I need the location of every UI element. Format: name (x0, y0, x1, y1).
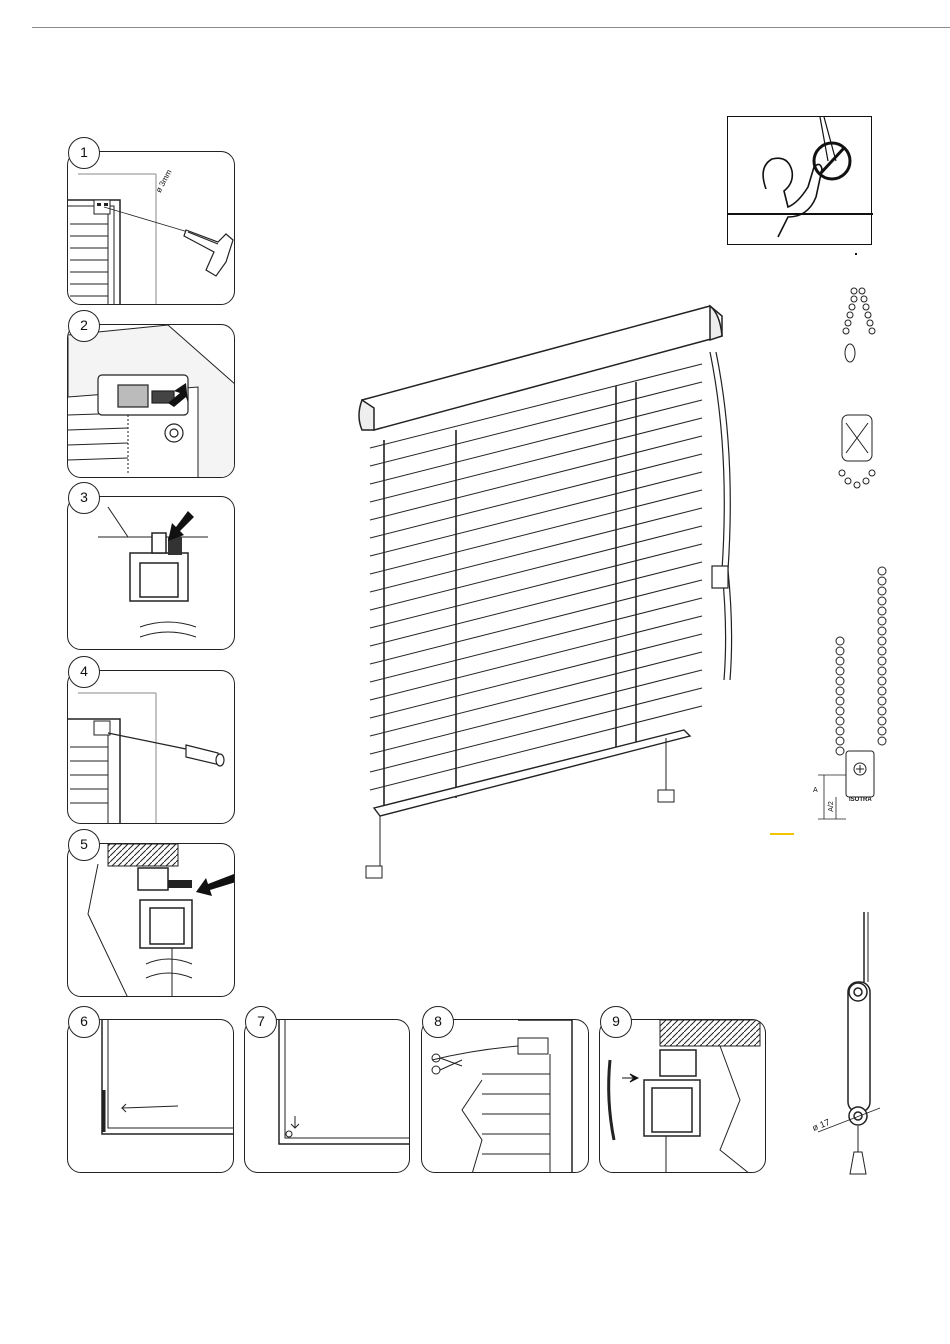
no-child-cord-icon (728, 117, 873, 246)
header-rule (32, 27, 950, 28)
brand-label: ISOTRA (849, 797, 872, 803)
step-8-panel (421, 1019, 589, 1173)
step-2-badge: 2 (68, 310, 100, 342)
highlight-mark (770, 833, 794, 835)
dimension-a-label: A (813, 787, 818, 794)
hold-down-bracket-right (658, 738, 674, 802)
step-8-badge: 8 (422, 1006, 454, 1038)
step-6-badge: 6 (68, 1006, 100, 1038)
headrail-mechanism-icon (98, 375, 188, 442)
step-9-badge: 9 (600, 1006, 632, 1038)
chain-connector-icon (810, 565, 910, 835)
step-1-panel: ø 3mm (67, 151, 235, 305)
step-1-badge: 1 (68, 137, 100, 169)
step-2-panel (67, 324, 235, 478)
step-5-drawing (68, 844, 235, 997)
headrail (359, 306, 722, 430)
step-1-drawing (68, 152, 235, 305)
dimension-half-label: A/2 (828, 801, 835, 812)
hold-down-bracket-left (366, 816, 382, 878)
step-5-badge: 5 (68, 829, 100, 861)
step-3-panel (67, 496, 235, 650)
step-8-drawing (422, 1020, 589, 1173)
child-cord-warning-box (727, 116, 872, 245)
tilt-chain-icon (710, 352, 732, 680)
step-6-panel (67, 1019, 234, 1173)
cord-tassel-icon (850, 1152, 866, 1174)
arrow-icon (622, 1074, 638, 1082)
arrow-icon (196, 874, 235, 896)
arrow-icon (291, 1116, 299, 1128)
step-7-badge: 7 (245, 1006, 277, 1038)
step-4-panel (67, 670, 235, 824)
valance-clip-icon (609, 1060, 614, 1140)
screwdriver-icon (108, 733, 224, 766)
cord-wand-icon (810, 912, 890, 1182)
slats (370, 364, 702, 790)
step-6-drawing (68, 1020, 234, 1173)
step-4-drawing (68, 671, 235, 824)
warning-footnote-dot (855, 253, 857, 255)
step-3-drawing (68, 497, 235, 650)
bottom-rail (374, 730, 690, 816)
venetian-blind-illustration (340, 290, 760, 900)
step-7-drawing (245, 1020, 410, 1173)
step-9-panel (599, 1019, 766, 1173)
step-9-drawing (600, 1020, 766, 1173)
chain-loop-safety-icon (828, 285, 888, 505)
bracket-icon (94, 200, 110, 214)
step-7-panel (244, 1019, 410, 1173)
step-2-drawing (68, 325, 235, 478)
arrow-icon (122, 1104, 178, 1112)
step-5-panel (67, 843, 235, 997)
step-4-badge: 4 (68, 656, 100, 688)
drill-icon (184, 230, 233, 276)
step-3-badge: 3 (68, 482, 100, 514)
bracket-profile-icon (644, 1050, 700, 1136)
